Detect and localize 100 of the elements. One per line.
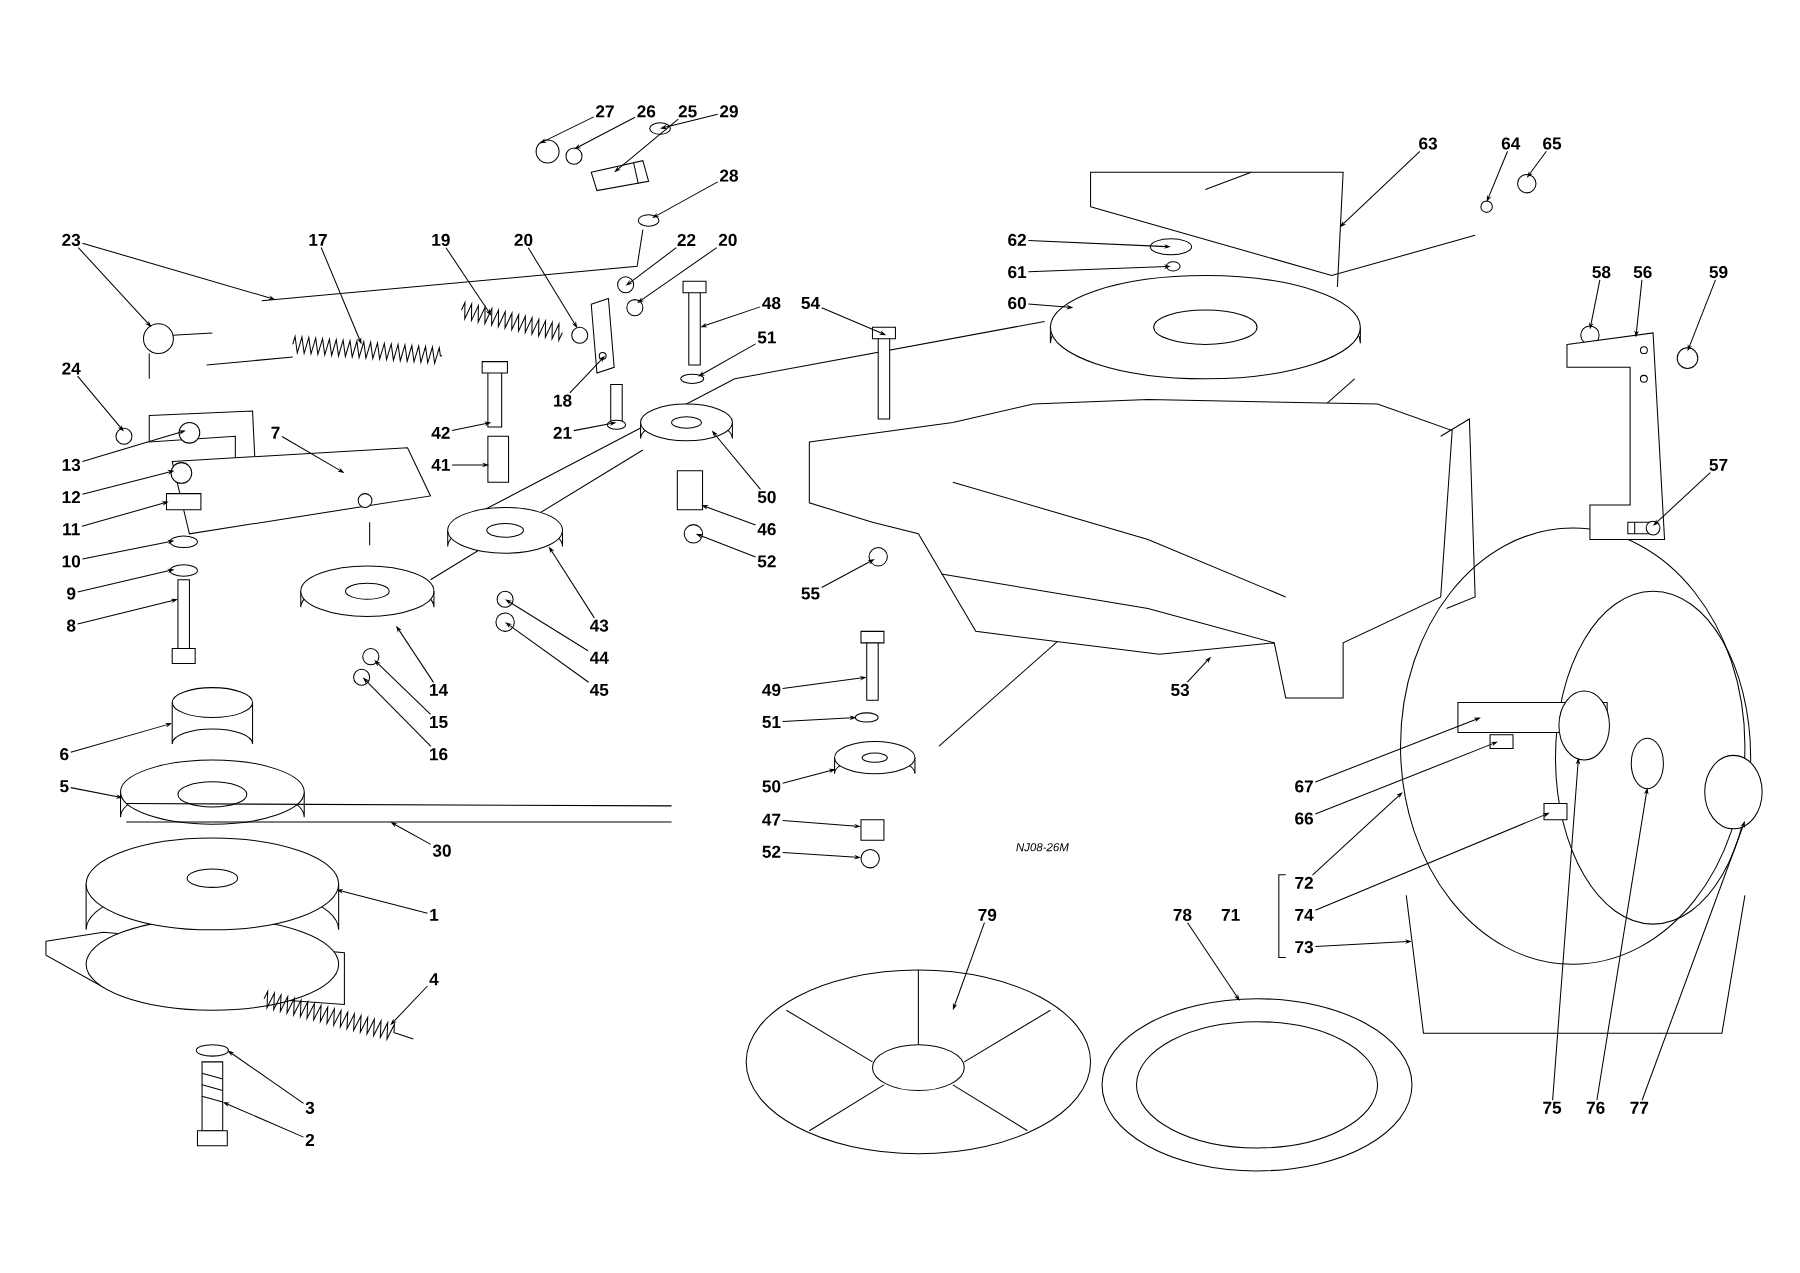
washer [169,535,198,549]
callout-number: 58 [1592,265,1611,279]
callout-number: 51 [757,331,776,344]
nut [495,612,515,632]
callout-number: 60 [1008,296,1026,310]
callout-number: 72 [1295,876,1313,889]
callout-number: 78 [1173,908,1192,921]
ball-joint [143,323,213,380]
callout-number: 2 [305,1133,315,1146]
callout-number: 63 [1419,137,1437,150]
pulley [834,741,916,775]
callout-number: 65 [1543,137,1562,150]
callout-number: 56 [1633,265,1652,279]
callout-number: 59 [1709,265,1728,279]
callout-number: 47 [762,813,781,826]
callout-number: 57 [1709,458,1728,471]
spring [206,334,443,366]
callout-number: 71 [1221,909,1240,921]
callout-number: 64 [1501,137,1521,150]
callout-number: 16 [430,748,448,761]
callout-number: 73 [1295,940,1314,954]
nut [860,848,880,869]
bracket [1566,332,1666,541]
threaded-rod [261,229,644,302]
callout-number: 9 [67,587,76,600]
washer [565,147,583,165]
callout-number: 55 [801,587,820,600]
callout-number: 41 [431,458,450,471]
nut [683,524,704,544]
plate [171,447,432,546]
callout-number: 76 [1586,1101,1605,1114]
callout-number: 13 [62,458,81,471]
nut [626,299,644,317]
nut [535,139,560,164]
callout-number: 3 [305,1101,315,1114]
callout-number: 15 [430,716,448,729]
pulley [640,403,733,442]
pulley [300,565,435,617]
spring [460,300,564,343]
spring [263,989,414,1042]
belt [125,803,673,823]
callout-number: 44 [589,651,609,664]
callout-number: 21 [553,426,572,439]
callout-number: 6 [60,748,69,761]
tire [1405,894,1746,1034]
washer [496,590,514,608]
callout-number: 50 [757,490,776,504]
spacer [487,435,510,483]
washer [1480,200,1493,213]
nut [868,547,888,567]
nut [571,326,589,344]
washer [649,122,671,135]
washer [169,564,198,577]
callout-number: 11 [63,523,80,536]
leader-line [1311,792,1403,876]
bolt [481,361,508,428]
rod [1090,171,1476,288]
callout-number: 61 [1008,265,1027,279]
spacer [860,819,885,841]
leader-line [374,660,432,715]
pulley [120,759,305,825]
callout-number: 4 [429,973,439,986]
callout-number: 25 [678,105,697,118]
clutch [45,837,345,1011]
callout-number: 77 [1630,1101,1649,1114]
washer [362,648,380,666]
callout-number: 49 [762,683,781,696]
collar [171,687,254,745]
callout-number: 54 [801,297,820,310]
washer [637,214,660,227]
callout-number: 8 [66,619,76,632]
callout-number: 29 [720,105,738,118]
nut [178,421,201,444]
nut [1676,347,1699,369]
bolt [860,630,885,701]
callout-number: 12 [62,491,81,504]
bolt [196,1061,228,1147]
callout-number: 62 [1008,233,1026,246]
cap [1704,754,1763,830]
leader-line [1187,922,1240,1001]
callout-number: 7 [271,426,280,439]
callout-number: 28 [720,169,738,182]
callout-number: 24 [62,362,81,375]
bolt [606,384,627,430]
callout-number: 5 [60,780,69,793]
callout-number: 51 [762,716,781,729]
bolt [871,326,896,420]
nut [353,668,371,686]
callout-number: 75 [1543,1101,1562,1114]
callout-number: 43 [589,619,609,632]
callout-number: 50 [762,780,781,793]
screw [1627,520,1661,536]
callout-number: 45 [589,683,609,696]
callout-number: 18 [554,394,572,407]
callout-number: 53 [1171,683,1190,696]
leader-line [698,343,757,377]
callout-number: 52 [757,555,776,568]
pulley [447,506,564,554]
washer [680,373,705,384]
callout-number: 26 [637,105,656,118]
